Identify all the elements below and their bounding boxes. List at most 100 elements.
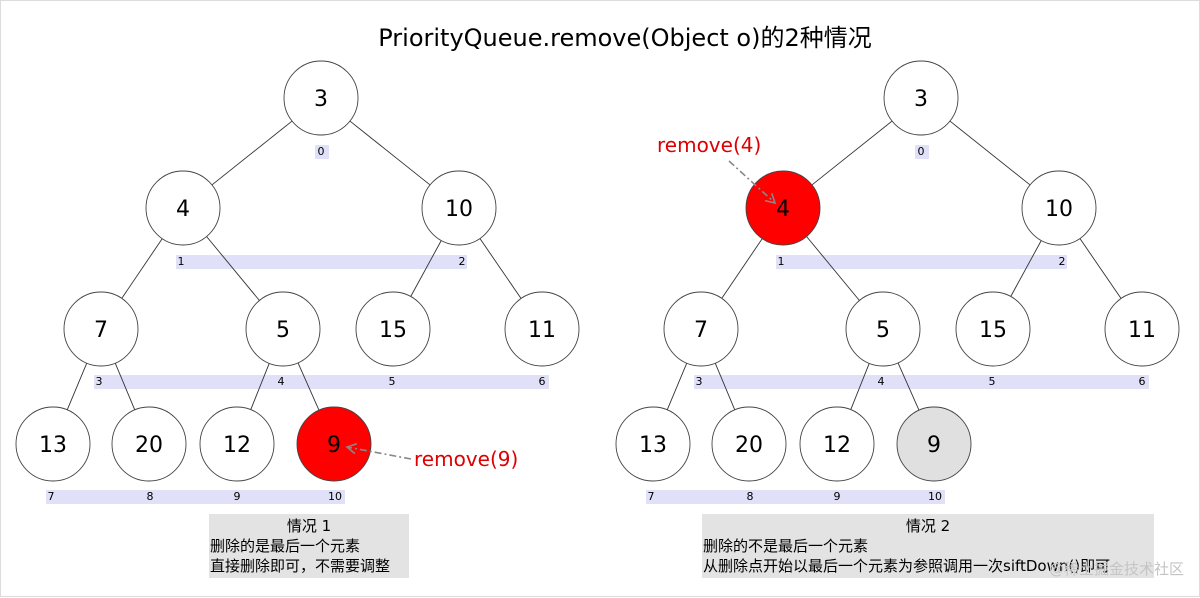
node-value: 11 [528,318,556,343]
node-value: 5 [276,318,290,343]
node-circle [199,406,275,482]
node-value: 7 [694,318,708,343]
heap-node: 11 [504,291,580,367]
node-circle [955,291,1031,367]
tree-edge [66,362,88,411]
node-value: 9 [927,433,941,458]
node-value: 4 [776,197,790,222]
index-label: 4 [878,375,885,388]
index-label: 10 [928,490,942,503]
heap-node: 10 [1021,170,1097,246]
index-band [46,490,345,504]
watermark: @稀土掘金技术社区 [1049,560,1184,578]
node-circle [245,291,321,367]
node-circle [111,406,187,482]
index-band [915,145,929,159]
remove-label: remove(4) [657,133,761,157]
index-label: 1 [178,255,185,268]
remove-arrow [728,160,777,205]
heap-node: 15 [955,291,1031,367]
node-circle [896,406,972,482]
node-circle [745,170,821,246]
tree-edge [121,238,163,299]
diagram-title: PriorityQueue.remove(Object o)的2种情况 [378,24,872,52]
node-value: 20 [735,433,763,458]
remove-label: remove(9) [414,447,518,471]
index-label: 9 [834,490,841,503]
caption-background [702,514,1154,578]
node-value: 3 [314,87,328,112]
node-value: 9 [327,433,341,458]
remove-arrow [345,442,412,460]
heap-node: 9 [296,406,372,482]
tree-edge [714,362,736,411]
tree-edge [206,236,260,301]
index-label: 5 [389,375,396,388]
index-label: 1 [778,255,785,268]
tree-edge [211,120,293,186]
index-band [315,145,329,159]
heap-node: 15 [355,291,431,367]
node-circle [63,291,139,367]
node-circle [355,291,431,367]
index-label: 3 [96,375,103,388]
caption-line: 直接删除即可，不需要调整 [210,557,390,575]
index-band [776,255,1067,269]
node-value: 15 [379,318,407,343]
heap-node: 11 [1104,291,1180,367]
heap-node: 7 [663,291,739,367]
caption-line: 删除的不是最后一个元素 [703,537,868,555]
heap-node: 3 [883,60,959,136]
node-circle [711,406,787,482]
case-caption: 情况 2删除的不是最后一个元素从删除点开始以最后一个元素为参照调用一次siftD… [702,514,1154,578]
node-value: 7 [94,318,108,343]
index-label: 0 [918,145,925,158]
heap-node: 5 [845,291,921,367]
node-circle [145,170,221,246]
index-label: 0 [318,145,325,158]
node-circle [283,60,359,136]
caption-background [209,514,409,578]
tree-edge [349,120,431,186]
tree-edge [806,236,860,301]
tree-edge [949,120,1031,186]
heap-node: 9 [896,406,972,482]
node-circle [615,406,691,482]
node-value: 10 [445,197,473,222]
index-label: 2 [459,255,466,268]
heap-node: 5 [245,291,321,367]
index-label: 2 [1059,255,1066,268]
index-label: 3 [696,375,703,388]
heap-node: 4 [145,170,221,246]
node-value: 12 [823,433,851,458]
tree-edge [811,120,893,186]
node-circle [883,60,959,136]
node-circle [845,291,921,367]
node-value: 12 [223,433,251,458]
node-value: 10 [1045,197,1073,222]
tree-edge [297,362,320,411]
node-circle [1104,291,1180,367]
heap-node: 20 [111,406,187,482]
heap-node: 12 [799,406,875,482]
index-label: 5 [989,375,996,388]
tree-edge [1010,240,1042,297]
index-band [694,375,1149,389]
node-circle [421,170,497,246]
tree-edge [897,362,920,411]
index-label: 7 [48,490,55,503]
caption-heading: 情况 2 [906,517,950,535]
tree-edge [250,363,270,410]
caption-heading: 情况 1 [287,517,331,535]
heap-node: 10 [421,170,497,246]
node-circle [799,406,875,482]
tree-edge [1079,238,1122,299]
node-circle [1021,170,1097,246]
node-value: 15 [979,318,1007,343]
node-value: 13 [39,433,67,458]
